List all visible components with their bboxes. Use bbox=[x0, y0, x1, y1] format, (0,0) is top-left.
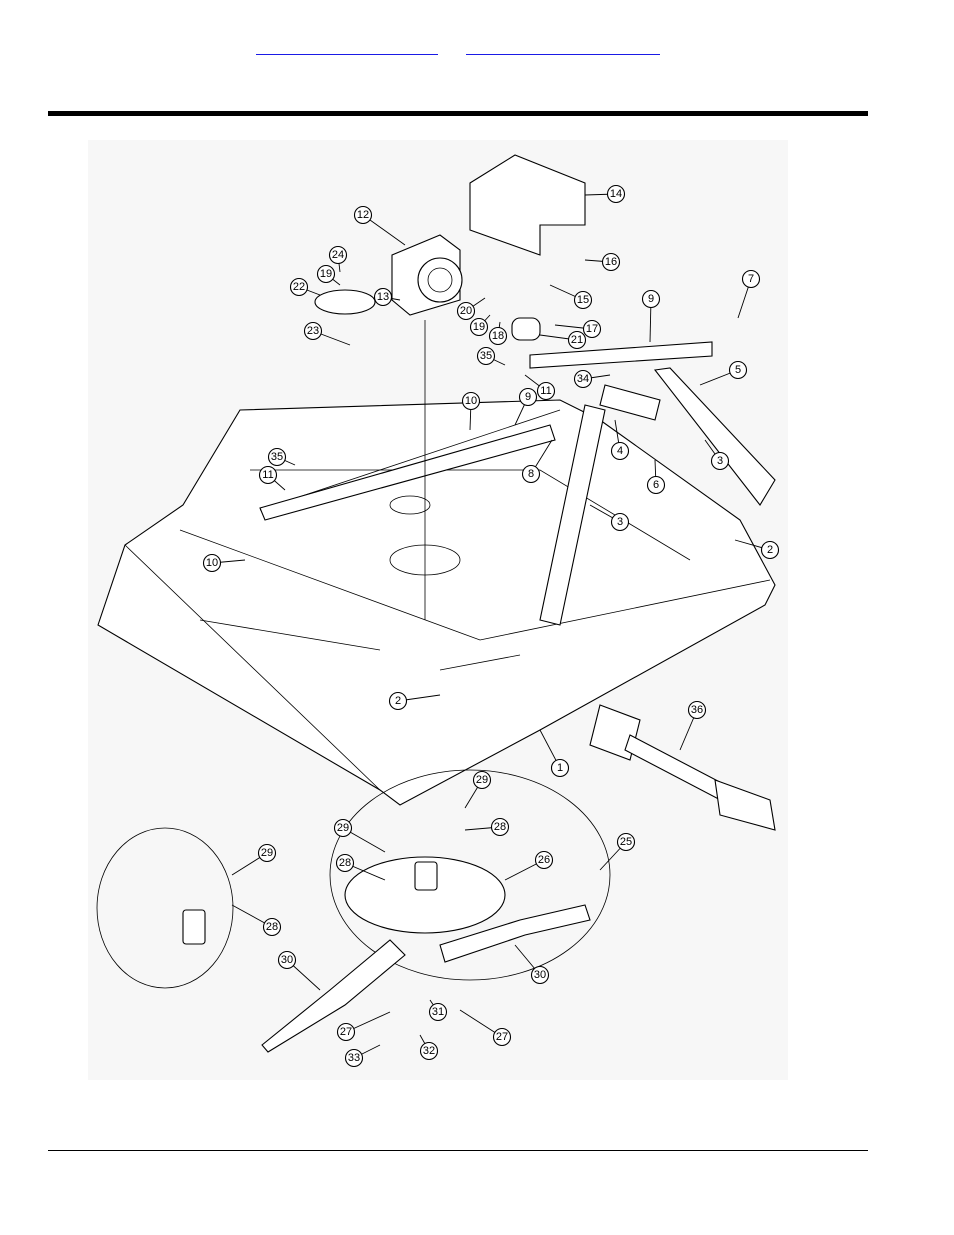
callout-27: 27 bbox=[338, 1012, 391, 1041]
callout-label: 12 bbox=[357, 209, 369, 221]
callout-18: 18 bbox=[490, 322, 507, 345]
callout-7: 7 bbox=[738, 271, 760, 319]
callout-label: 22 bbox=[293, 281, 305, 293]
callout-14: 14 bbox=[585, 186, 625, 203]
callout-label: 30 bbox=[534, 969, 546, 981]
callout-label: 3 bbox=[717, 455, 723, 467]
callout-label: 2 bbox=[767, 544, 773, 556]
callout-30: 30 bbox=[279, 952, 321, 991]
callout-21: 21 bbox=[540, 332, 586, 349]
callout-label: 20 bbox=[460, 305, 472, 317]
callout-20: 20 bbox=[458, 298, 486, 320]
callout-label: 35 bbox=[271, 451, 283, 463]
callout-label: 31 bbox=[432, 1006, 444, 1018]
callout-label: 14 bbox=[610, 188, 622, 200]
callout-33: 33 bbox=[346, 1045, 381, 1067]
callout-label: 3 bbox=[617, 516, 623, 528]
callout-19: 19 bbox=[318, 266, 341, 286]
callout-9: 9 bbox=[643, 291, 660, 343]
callout-31: 31 bbox=[430, 1000, 447, 1021]
callout-label: 35 bbox=[480, 350, 492, 362]
callout-label: 13 bbox=[377, 291, 389, 303]
callout-label: 34 bbox=[577, 373, 589, 385]
callout-label: 9 bbox=[525, 391, 531, 403]
callout-label: 18 bbox=[492, 330, 504, 342]
blade-detail bbox=[97, 770, 610, 1052]
callout-label: 16 bbox=[605, 256, 617, 268]
callout-19: 19 bbox=[471, 315, 491, 336]
drive-shaft bbox=[590, 705, 775, 830]
callout-label: 25 bbox=[620, 836, 632, 848]
callout-label: 32 bbox=[423, 1045, 435, 1057]
callout-label: 21 bbox=[571, 334, 583, 346]
callout-label: 5 bbox=[735, 364, 741, 376]
callout-label: 28 bbox=[494, 821, 506, 833]
callout-26: 26 bbox=[505, 852, 553, 881]
callout-22: 22 bbox=[291, 279, 321, 296]
callout-label: 4 bbox=[617, 445, 623, 457]
callout-25: 25 bbox=[600, 834, 635, 871]
callout-36: 36 bbox=[680, 702, 706, 751]
callout-label: 10 bbox=[206, 557, 218, 569]
callout-1: 1 bbox=[540, 730, 569, 777]
callout-29: 29 bbox=[335, 820, 386, 853]
callout-label: 36 bbox=[691, 704, 703, 716]
callout-label: 28 bbox=[266, 921, 278, 933]
callout-15: 15 bbox=[550, 285, 592, 309]
callout-label: 15 bbox=[577, 294, 589, 306]
callout-label: 9 bbox=[648, 293, 654, 305]
callout-12: 12 bbox=[355, 207, 406, 246]
callout-label: 7 bbox=[748, 273, 754, 285]
callout-label: 30 bbox=[281, 954, 293, 966]
callout-label: 19 bbox=[320, 268, 332, 280]
callout-label: 23 bbox=[307, 325, 319, 337]
callout-28: 28 bbox=[232, 905, 281, 936]
callout-label: 8 bbox=[528, 468, 534, 480]
callout-label: 17 bbox=[586, 323, 598, 335]
callout-label: 2 bbox=[395, 695, 401, 707]
callout-label: 6 bbox=[653, 479, 659, 491]
callout-label: 27 bbox=[496, 1031, 508, 1043]
callout-16: 16 bbox=[585, 254, 620, 271]
callout-label: 28 bbox=[339, 857, 351, 869]
callout-29: 29 bbox=[465, 772, 491, 809]
callout-27: 27 bbox=[460, 1010, 511, 1046]
callout-35: 35 bbox=[478, 348, 506, 366]
header-link-2[interactable] bbox=[466, 38, 660, 55]
callout-label: 33 bbox=[348, 1052, 360, 1064]
callout-label: 27 bbox=[340, 1026, 352, 1038]
callout-label: 11 bbox=[540, 385, 551, 397]
callout-label: 19 bbox=[473, 321, 485, 333]
callout-5: 5 bbox=[700, 362, 747, 386]
header-rule bbox=[48, 111, 868, 116]
footer-rule bbox=[48, 1150, 868, 1151]
callout-label: 29 bbox=[261, 847, 273, 859]
callout-label: 29 bbox=[476, 774, 488, 786]
callout-32: 32 bbox=[420, 1035, 438, 1060]
callout-label: 24 bbox=[332, 249, 344, 261]
callout-label: 10 bbox=[465, 395, 477, 407]
callout-29: 29 bbox=[232, 845, 276, 876]
callout-label: 29 bbox=[337, 822, 349, 834]
header-link-1[interactable] bbox=[256, 38, 438, 55]
callout-28: 28 bbox=[465, 819, 509, 836]
callout-label: 11 bbox=[262, 469, 273, 481]
callout-label: 26 bbox=[538, 854, 550, 866]
callout-23: 23 bbox=[305, 323, 351, 346]
callout-label: 1 bbox=[557, 762, 563, 774]
diagram-drawing: 1223345678991010111112131415161718191920… bbox=[88, 140, 788, 1080]
